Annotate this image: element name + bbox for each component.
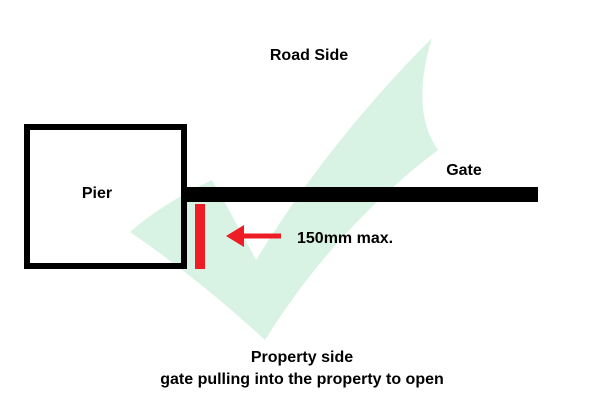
- gate-label: Gate: [446, 162, 482, 179]
- road-side-label: Road Side: [270, 47, 348, 64]
- gate-bar: [184, 187, 538, 202]
- caption-label: gate pulling into the property to open: [160, 371, 444, 388]
- pier-label: Pier: [82, 185, 112, 202]
- measurement-label: 150mm max.: [297, 230, 393, 247]
- checkmark-icon: [130, 38, 438, 340]
- property-side-label: Property side: [251, 349, 353, 366]
- gap-marker: [195, 204, 205, 269]
- arrow-left-icon: [226, 225, 281, 247]
